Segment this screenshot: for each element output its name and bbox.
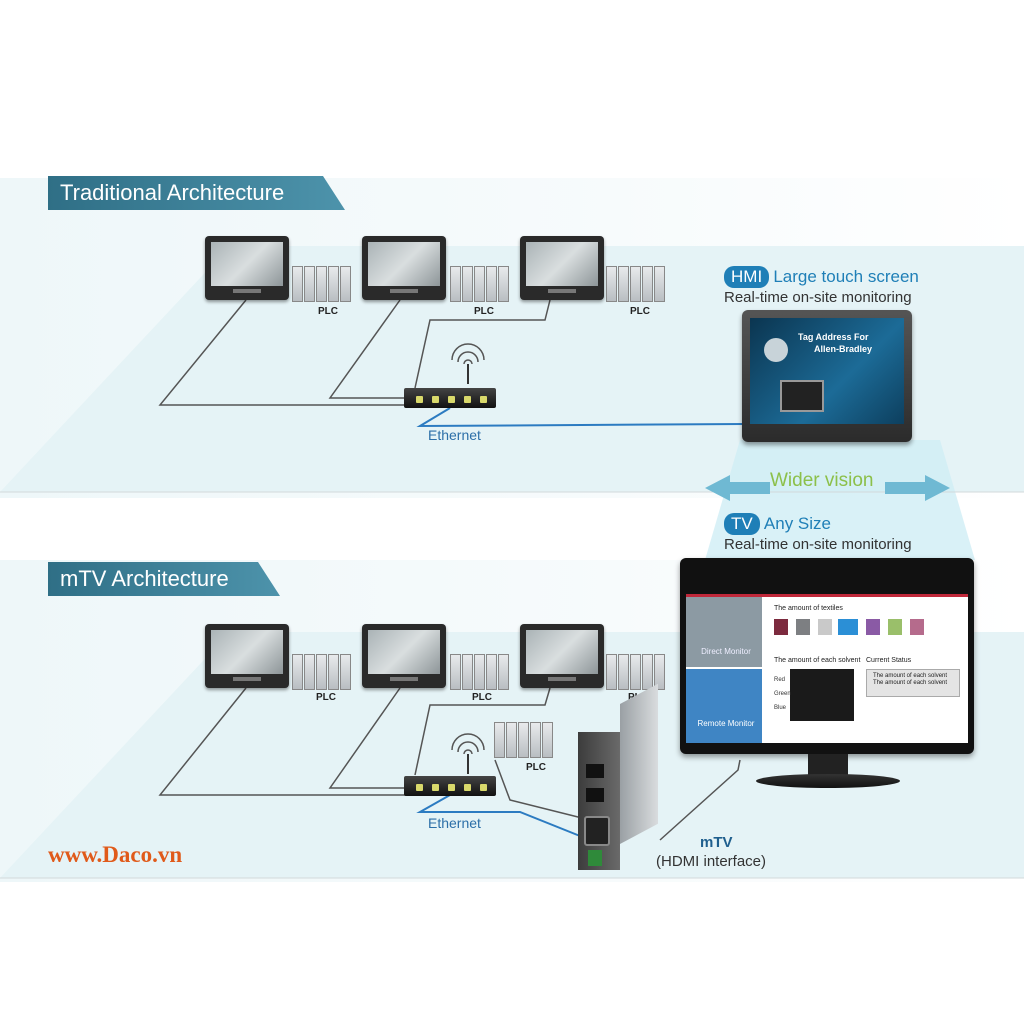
plc-label: PLC xyxy=(474,306,494,317)
hmi-panel-2 xyxy=(362,236,446,300)
tv-stand xyxy=(808,754,848,776)
ethernet-label: Ethernet xyxy=(428,815,481,831)
hmi-large-touch-screen: Tag Address For Allen-Bradley xyxy=(742,310,912,442)
plc-unit xyxy=(606,654,674,690)
plc-label: PLC xyxy=(316,692,336,703)
plc-label: PLC xyxy=(630,306,650,317)
plc-unit xyxy=(292,654,360,690)
plc-unit xyxy=(450,266,518,302)
status-line: The amount of each solvent xyxy=(873,673,948,679)
plc-label: PLC xyxy=(472,692,492,703)
tv-badge: TV xyxy=(724,513,760,535)
hmi-panel-5 xyxy=(362,624,446,688)
plc-label: PLC xyxy=(526,762,546,773)
tv-subline: Real-time on-site monitoring xyxy=(724,536,912,553)
hmi-large-screen-display: Tag Address For Allen-Bradley xyxy=(750,318,904,424)
mtv-device-name: mTV xyxy=(700,834,733,851)
ethernet-switch xyxy=(404,776,496,796)
website-watermark: www.Daco.vn xyxy=(48,842,183,867)
tv-screen: Direct Monitor Remote Monitor The amount… xyxy=(686,594,968,743)
legend-red: Red xyxy=(774,677,786,683)
mtv-device-subtitle: (HDMI interface) xyxy=(656,853,767,870)
textiles-label: The amount of textiles xyxy=(774,605,843,612)
plc-unit xyxy=(450,654,518,690)
tv-base xyxy=(756,774,900,788)
solvent-graph xyxy=(790,669,854,721)
textiles-swatches xyxy=(774,619,964,637)
traditional-architecture-title: Traditional Architecture xyxy=(48,176,345,210)
status-line: The amount of each solvent xyxy=(873,680,948,686)
hmi-panel-3 xyxy=(520,236,604,300)
hmi-callout: HMI Large touch screen xyxy=(724,266,984,288)
status-box: The amount of each solvent The amount of… xyxy=(866,669,960,697)
tv-headline: Any Size xyxy=(763,514,831,533)
ethernet-label: Ethernet xyxy=(428,427,481,443)
hmi-panel-6 xyxy=(520,624,604,688)
plc-unit xyxy=(494,722,562,758)
solvent-label: The amount of each solvent xyxy=(774,657,861,664)
status-label: Current Status xyxy=(866,657,912,664)
legend-blue: Blue xyxy=(774,705,787,711)
hmi-panel-1 xyxy=(205,236,289,300)
hmi-panel-4 xyxy=(205,624,289,688)
hmi-badge: HMI xyxy=(724,266,770,288)
nav-remote-monitor-label: Remote Monitor xyxy=(697,719,755,728)
plc-unit xyxy=(292,266,360,302)
hmi-headline: Large touch screen xyxy=(773,267,919,286)
wider-vision-label: Wider vision xyxy=(770,470,874,491)
nav-direct-monitor-label: Direct Monitor xyxy=(701,647,751,656)
legend-green: Green xyxy=(774,691,791,697)
plc-label: PLC xyxy=(318,306,338,317)
ethernet-switch xyxy=(404,388,496,408)
hmi-subline: Real-time on-site monitoring xyxy=(724,289,912,306)
tv-nav-remote-monitor: Remote Monitor xyxy=(686,669,762,743)
tv-callout: TV Any Size xyxy=(724,513,984,535)
tv-monitor: Direct Monitor Remote Monitor The amount… xyxy=(680,558,974,754)
hmi-screen-line-2: Allen-Bradley xyxy=(814,344,873,354)
hmi-screen-line-1: Tag Address For xyxy=(798,332,869,342)
tv-nav-direct-monitor: Direct Monitor xyxy=(686,597,762,667)
mtv-architecture-title: mTV Architecture xyxy=(48,562,280,596)
mtv-device xyxy=(578,683,658,870)
plc-unit xyxy=(606,266,674,302)
